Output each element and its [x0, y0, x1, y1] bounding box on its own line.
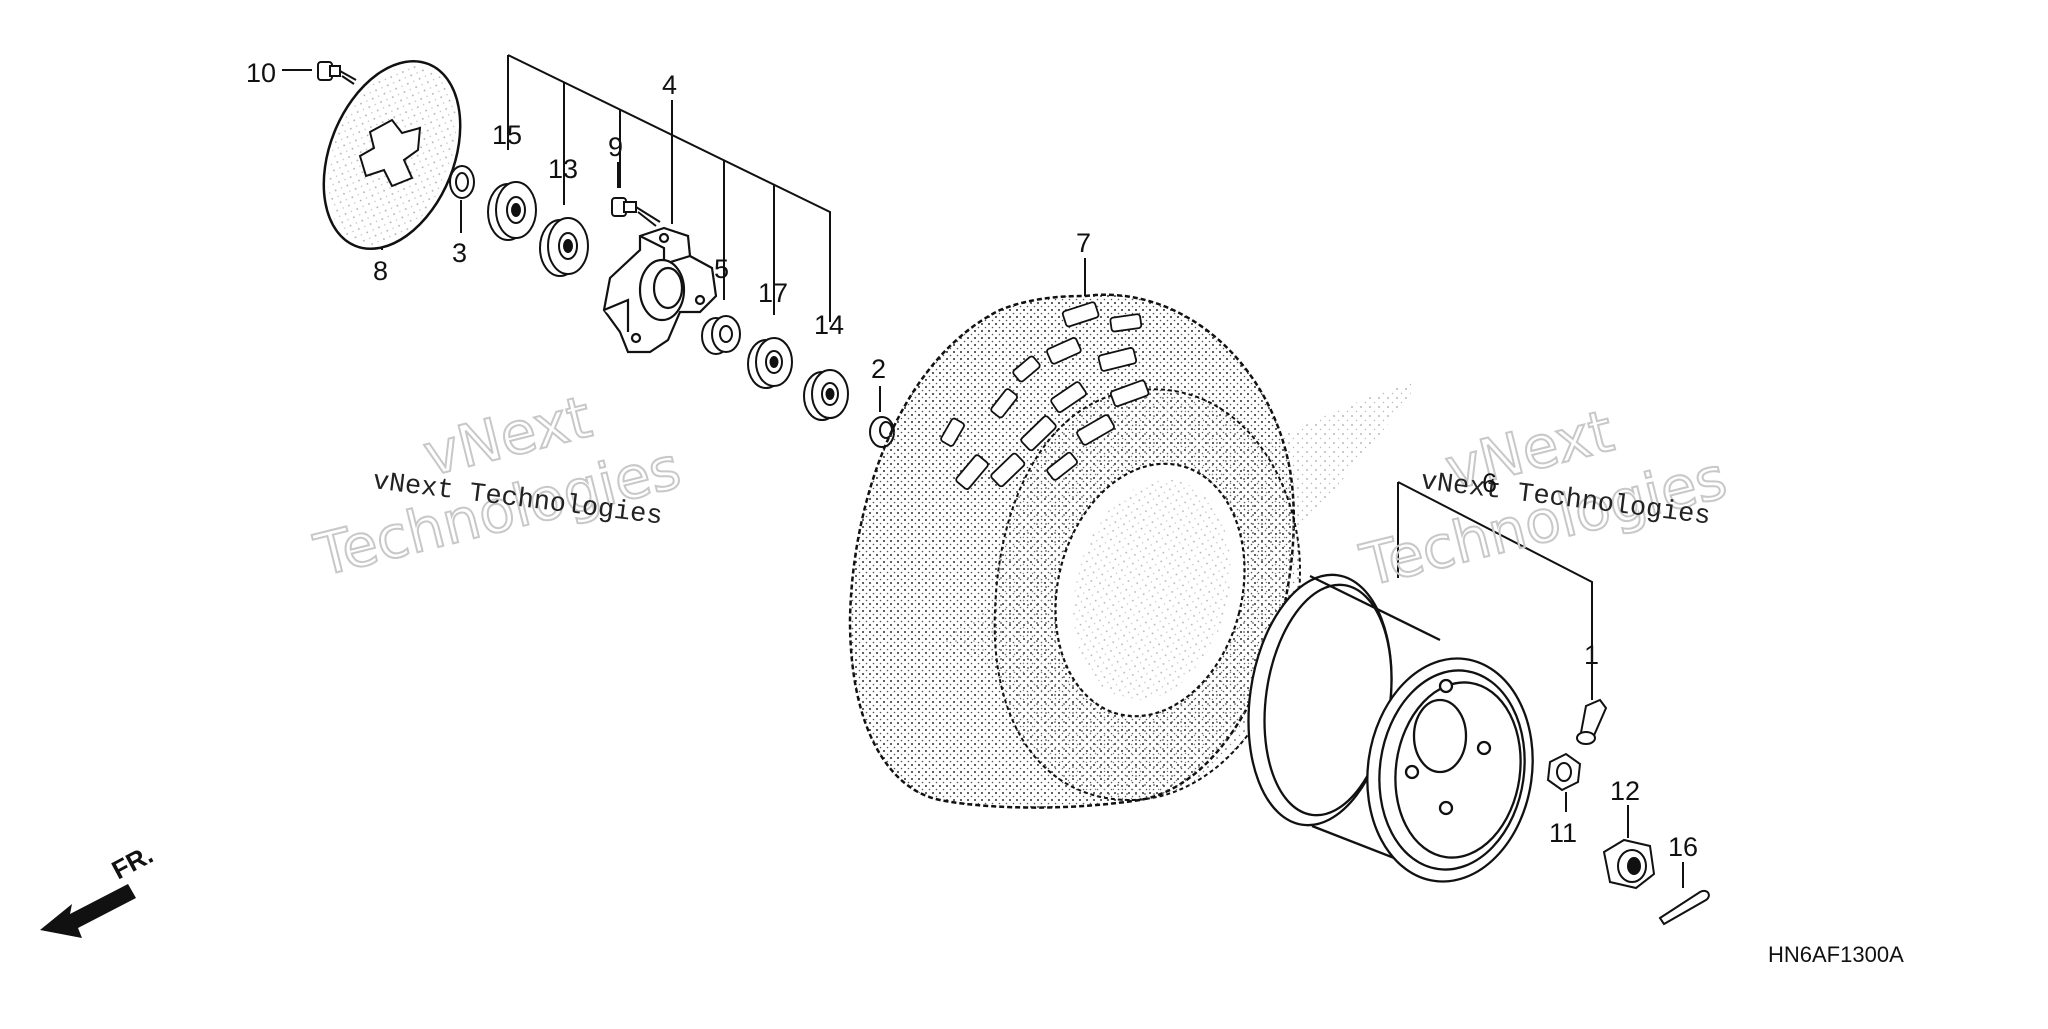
bearing-13 [539, 217, 589, 277]
front-indicator-label: FR. [107, 839, 158, 885]
diagram-code: HN6AF1300A [1768, 942, 1904, 967]
callout-2: 2 [871, 354, 886, 384]
wheel-rim-6 [1247, 573, 1534, 883]
front-arrow-icon [40, 884, 136, 938]
callout-10: 10 [246, 58, 276, 88]
bolt-9 [611, 197, 661, 227]
collar-3 [449, 165, 475, 199]
callout-12: 12 [1610, 776, 1640, 806]
callout-4: 4 [662, 70, 677, 100]
spacer-5 [701, 315, 741, 355]
callout-14: 14 [814, 310, 844, 340]
bearing-14 [803, 369, 849, 421]
hub-4 [602, 226, 718, 354]
callout-8: 8 [373, 256, 388, 286]
brake-disc [322, 59, 462, 251]
callout-17: 17 [758, 278, 788, 308]
watermark-right: vNext Technologies vNext Technologies [1353, 396, 1734, 601]
callout-11: 11 [1549, 818, 1577, 848]
nut-11 [1546, 752, 1582, 792]
tire-7 [848, 293, 1420, 809]
callout-6: 6 [1482, 468, 1497, 498]
bearing-15 [487, 181, 537, 241]
leader-lines [282, 54, 1684, 888]
callout-labels: 10 8 3 15 13 9 4 5 17 14 2 7 6 1 11 12 1… [246, 58, 1698, 862]
callout-16: 16 [1668, 832, 1698, 862]
callout-13: 13 [548, 154, 578, 184]
callout-5: 5 [714, 254, 729, 284]
bolt-10 [317, 61, 357, 85]
callout-1: 1 [1584, 640, 1599, 670]
bearing-17 [747, 337, 793, 389]
callout-3: 3 [452, 238, 467, 268]
castle-nut-12 [1602, 838, 1656, 890]
callout-7: 7 [1076, 228, 1091, 258]
valve-1 [1576, 698, 1608, 745]
watermark-left: vNext Technologies vNext Technologies [307, 382, 688, 591]
callout-9: 9 [608, 132, 623, 162]
callout-15: 15 [492, 120, 522, 150]
cotter-pin-16 [1658, 890, 1710, 926]
